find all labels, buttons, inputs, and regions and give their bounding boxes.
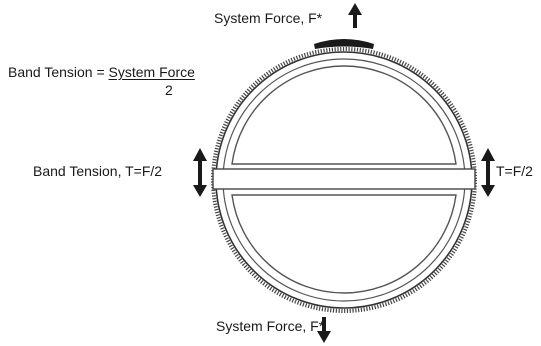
bottom-system-force-label: System Force, F* [216, 318, 325, 334]
double-arrow-vertical-icon [481, 148, 495, 197]
arrow-down-icon [317, 317, 331, 343]
horizontal-band [212, 168, 476, 190]
top-clamp [314, 39, 374, 49]
right-band-tension-label: T=F/2 [496, 163, 533, 179]
left-band-tension-label: Band Tension, T=F/2 [33, 163, 163, 179]
formula-denominator: 2 [165, 82, 173, 98]
top-system-force-label: System Force, F* [214, 10, 323, 26]
double-arrow-vertical-icon [193, 148, 207, 197]
formula-line: Band Tension = System Force [8, 64, 195, 80]
formula-numerator: System Force [108, 64, 195, 80]
formula-lhs: Band Tension = [8, 64, 109, 80]
upper-window [231, 65, 457, 165]
arrow-up-icon [348, 3, 362, 28]
lower-window [231, 194, 457, 294]
